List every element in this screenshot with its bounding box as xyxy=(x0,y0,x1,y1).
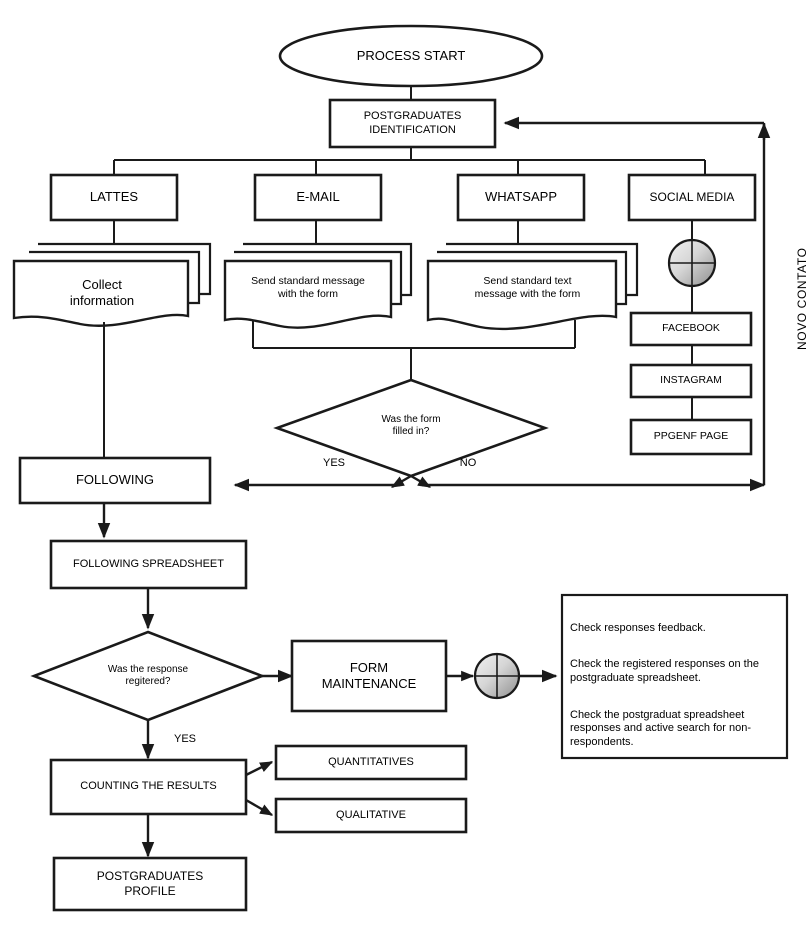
node-social-media-shape xyxy=(627,173,757,222)
node-email-shape xyxy=(253,173,383,222)
node-facebook-shape xyxy=(629,311,753,347)
node-decision-form-filled-shape xyxy=(273,378,549,478)
edge-label-return-path: NOVO CONTATO xyxy=(795,247,809,350)
node-following-shape xyxy=(18,456,212,505)
node-identification-shape xyxy=(328,98,497,149)
node-ppgenf-page-shape xyxy=(629,418,753,456)
node-form-maintenance-shape xyxy=(290,639,448,713)
node-qualitative-shape xyxy=(274,797,468,834)
node-postgraduates-profile-shape xyxy=(52,856,248,912)
node-send-standard-text-front xyxy=(426,259,618,331)
node-instagram-shape xyxy=(629,363,753,399)
node-counting-the-results-shape xyxy=(49,758,248,816)
node-notes-shape xyxy=(560,593,789,760)
node-whatsapp-shape xyxy=(456,173,586,222)
node-lattes-shape xyxy=(49,173,179,222)
node-send-standard-message-front xyxy=(223,259,393,329)
node-following-spreadsheet-shape xyxy=(49,539,248,590)
node-collect-information-front xyxy=(12,259,190,327)
node-decision-response-registered-shape xyxy=(30,630,266,722)
node-start-shape xyxy=(278,24,544,88)
node-quantitatives-shape xyxy=(274,744,468,781)
